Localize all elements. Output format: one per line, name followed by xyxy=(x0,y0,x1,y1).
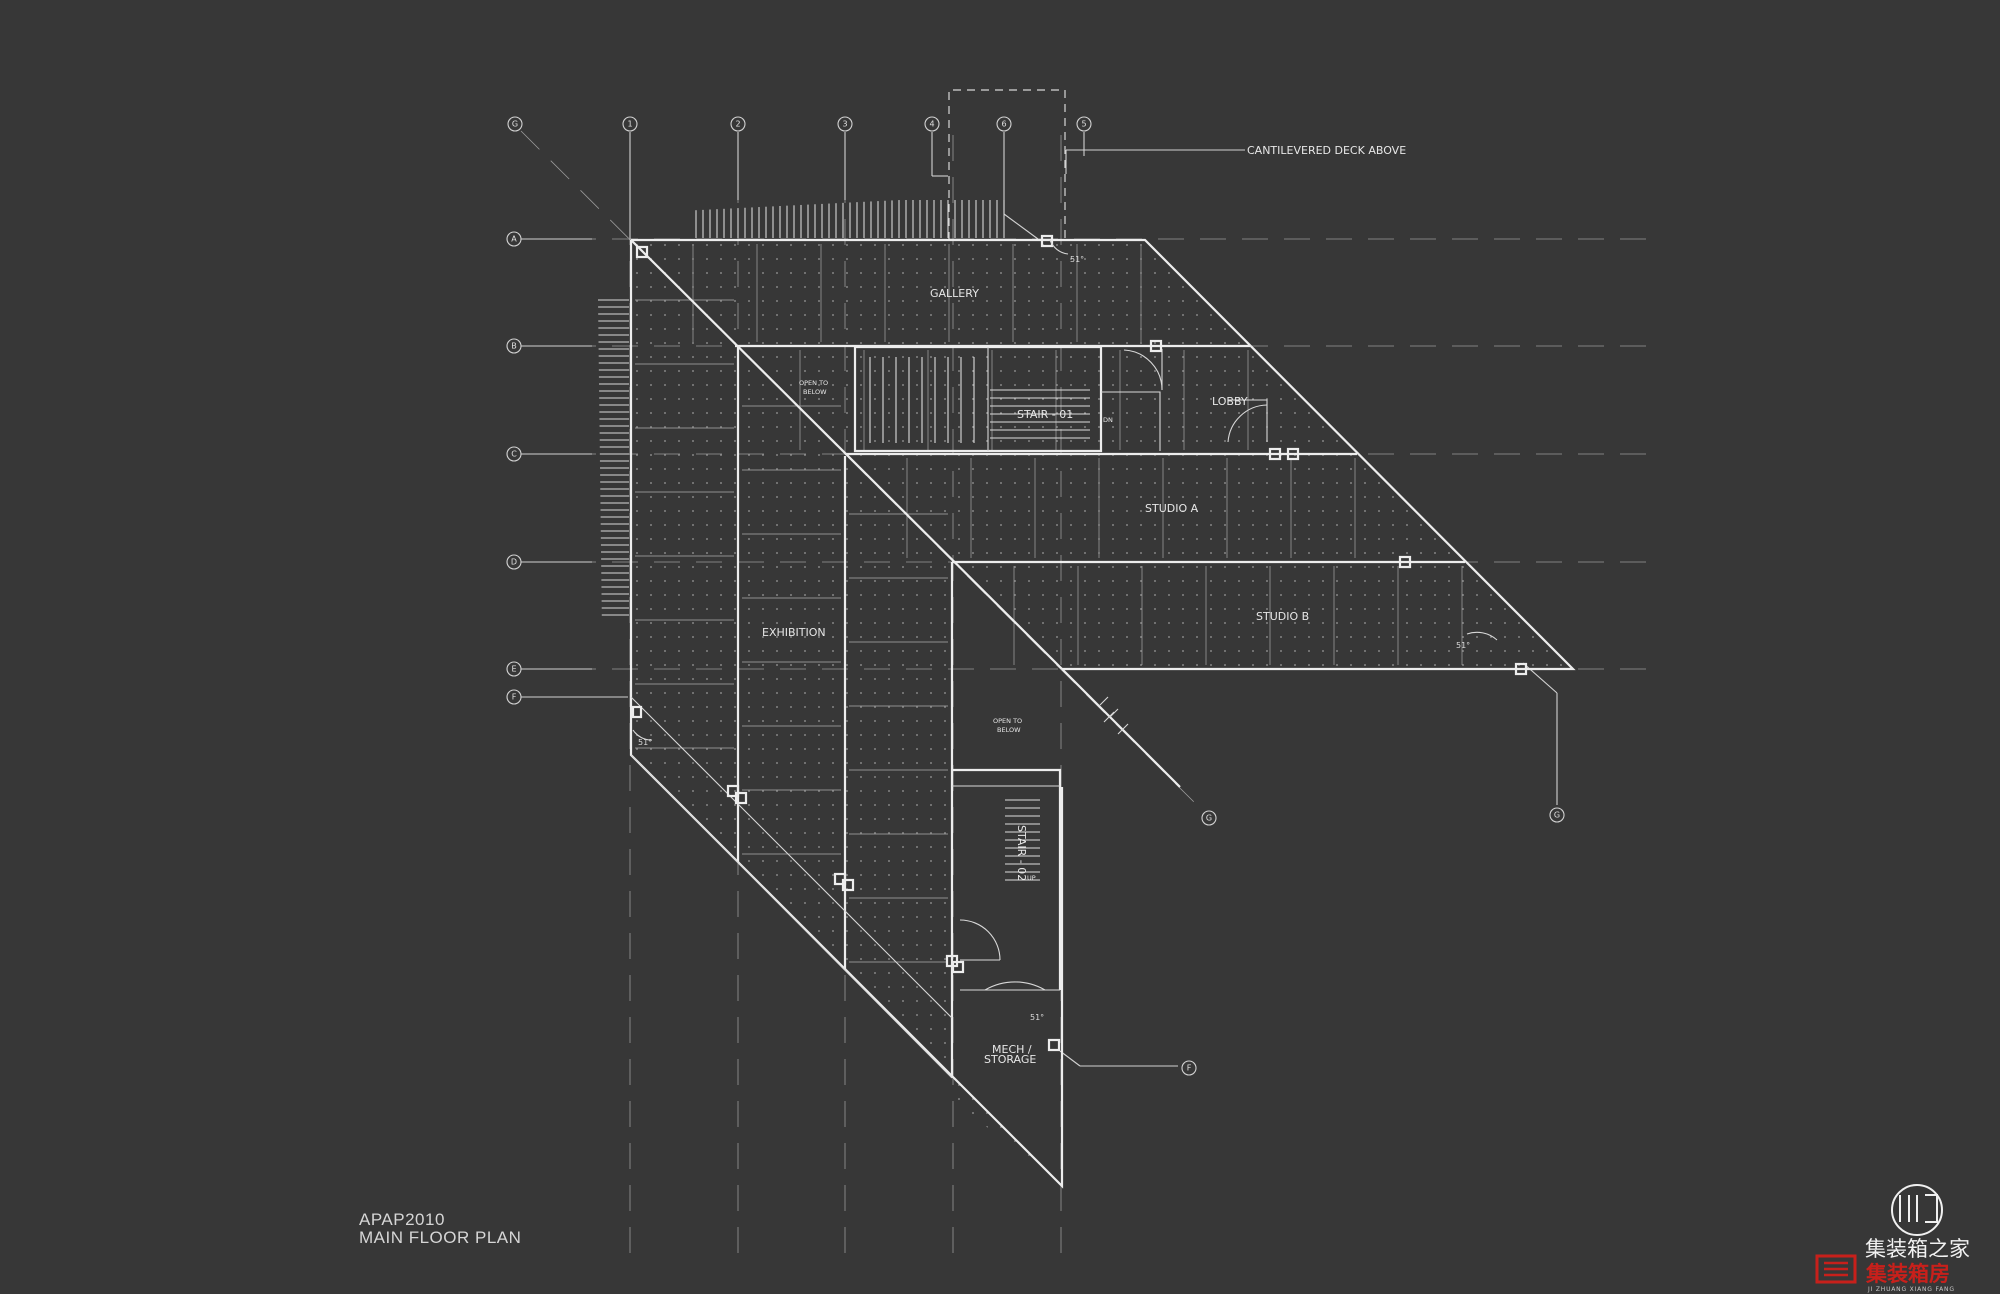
drawing-title-sheet: MAIN FLOOR PLAN xyxy=(359,1228,521,1247)
cantilevered-deck: CANTILEVERED DECK ABOVE xyxy=(948,89,1406,240)
room-label-mech-2: STORAGE xyxy=(984,1053,1036,1066)
axis-label-f-bottom: F xyxy=(1187,1064,1192,1073)
open-below-1a: OPEN TO xyxy=(799,379,828,387)
section-marker xyxy=(1061,668,1181,788)
axis-bubbles: G 1 2 3 4 6 5 A B C D E F G G F xyxy=(506,116,1565,1076)
watermark-logo-icon xyxy=(1815,1184,1943,1284)
axis-label-4: 4 xyxy=(929,120,934,129)
container-panel-joints xyxy=(635,244,1463,963)
axis-label-c: C xyxy=(511,450,517,459)
stair-01-dn: DN xyxy=(1103,416,1113,424)
room-label-lobby: LOBBY xyxy=(1212,395,1248,408)
room-label-stair-01: STAIR - 01 xyxy=(1017,408,1073,421)
axis-label-e: E xyxy=(511,665,516,674)
axis-label-d: D xyxy=(511,558,517,567)
stair-02-treads xyxy=(1005,799,1040,881)
floor-slabs xyxy=(631,240,1573,1186)
watermark-text-cn: 集装箱之家 xyxy=(1865,1237,1970,1261)
railing-ticks xyxy=(598,200,1005,616)
axis-label-2: 2 xyxy=(735,120,740,129)
watermark-text-red: 集装箱房 xyxy=(1865,1262,1950,1286)
angle-label-2: 51° xyxy=(1456,641,1470,650)
angle-label-1: 51° xyxy=(1070,255,1084,264)
watermark-pinyin: JI ZHUANG XIANG FANG xyxy=(1867,1286,1955,1293)
stair-01-treads xyxy=(869,357,1090,443)
angle-label-3: 51° xyxy=(638,738,652,747)
axis-label-1: 1 xyxy=(627,120,632,129)
room-label-studio-b: STUDIO B xyxy=(1256,610,1309,623)
axis-label-g-top: G xyxy=(512,120,518,129)
axis-label-b: B xyxy=(511,342,517,351)
walls xyxy=(629,238,1576,1189)
axis-label-5: 5 xyxy=(1081,120,1086,129)
angle-label-4: 51° xyxy=(1030,1013,1044,1022)
drawing-title-project: APAP2010 xyxy=(359,1210,445,1229)
stair-02-up: UP xyxy=(1027,874,1036,882)
axis-label-g-right: G xyxy=(1554,811,1560,820)
watermark: 集装箱之家 集装箱房 JI ZHUANG XIANG FANG xyxy=(1815,1184,1970,1293)
cantilever-note: CANTILEVERED DECK ABOVE xyxy=(1247,144,1406,157)
axis-label-3: 3 xyxy=(842,120,847,129)
room-label-exhibition: EXHIBITION xyxy=(762,626,826,639)
open-below-2b: BELOW xyxy=(997,726,1021,734)
room-label-gallery: GALLERY xyxy=(930,287,979,300)
open-below-1b: BELOW xyxy=(803,388,827,396)
axis-label-f-left: F xyxy=(512,693,517,702)
room-labels: GALLERY LOBBY STUDIO A STUDIO B EXHIBITI… xyxy=(762,287,1309,1066)
title-block: APAP2010 MAIN FLOOR PLAN xyxy=(359,1210,521,1247)
axis-label-6: 6 xyxy=(1001,120,1006,129)
axis-label-g-diag: G xyxy=(1206,814,1212,823)
axis-label-a: A xyxy=(511,235,517,244)
room-label-mech-1: MECH / xyxy=(992,1043,1032,1056)
room-label-stair-02: STAIR - 02 xyxy=(1015,825,1028,881)
angle-marks: 51° 51° 51° 51° xyxy=(632,239,1498,1022)
room-label-studio-a: STUDIO A xyxy=(1145,502,1199,515)
columns xyxy=(631,234,1528,1052)
door-swings xyxy=(959,349,1268,991)
open-below-2a: OPEN TO xyxy=(993,717,1022,725)
